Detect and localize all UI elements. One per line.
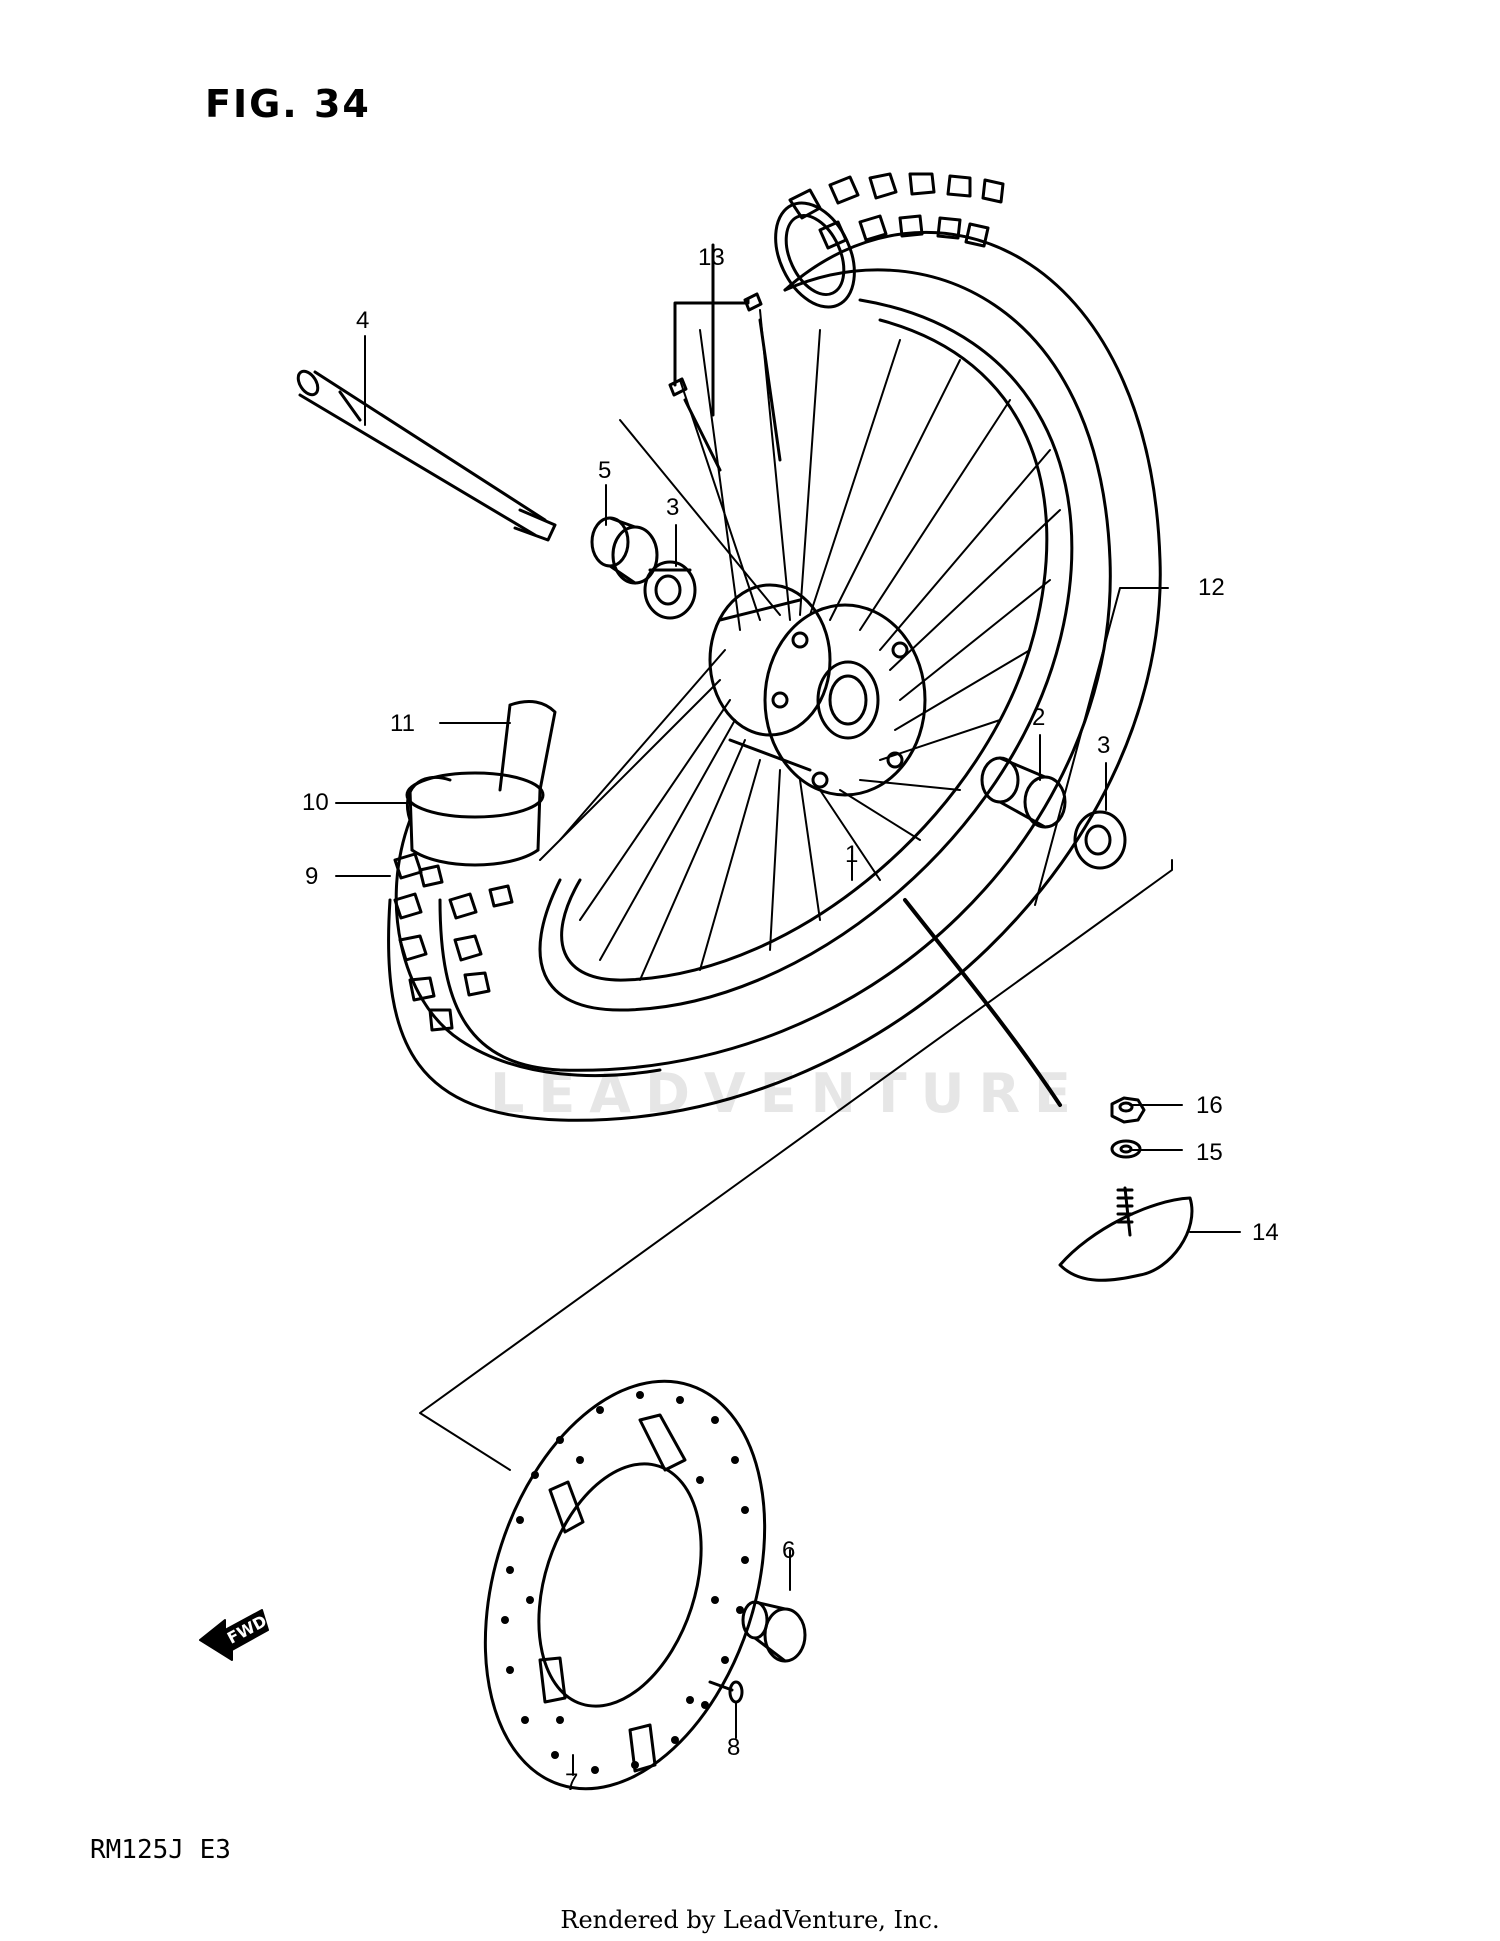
callout-12: 12	[1198, 574, 1225, 601]
brake-disc	[483, 1379, 767, 1791]
fwd-arrow-icon	[199, 1609, 269, 1661]
callout-16: 16	[1196, 1092, 1223, 1119]
callout-13: 13	[698, 244, 725, 271]
callout-leaders	[335, 335, 1241, 1776]
tube-stub	[498, 700, 557, 792]
callout-8: 8	[727, 1734, 740, 1761]
rim-lock-14	[1058, 1186, 1194, 1282]
disc-holes	[501, 1391, 749, 1774]
callout-2: 2	[1032, 704, 1045, 731]
valve-stem	[903, 898, 1062, 1107]
spoke-nipples	[668, 292, 782, 472]
leader-13	[673, 243, 750, 417]
nut-16	[1110, 1096, 1146, 1124]
callout-6: 6	[782, 1537, 795, 1564]
collar-5	[590, 516, 659, 585]
watermark: LEADVENTURE	[490, 1062, 1085, 1125]
spokes	[539, 309, 1061, 981]
callout-3-top: 3	[666, 494, 679, 521]
tread-left	[393, 852, 514, 1032]
axle	[296, 369, 557, 542]
spacer-2	[980, 756, 1067, 829]
rim	[538, 298, 1074, 1012]
collar-6	[741, 1600, 807, 1663]
bearing-3-right	[1073, 810, 1127, 870]
model-code: RM125J E3	[90, 1835, 231, 1865]
footer-credit: Rendered by LeadVenture, Inc.	[560, 1906, 940, 1934]
tire	[387, 230, 1162, 1122]
callout-1: 1	[845, 841, 858, 868]
bearing-3-top	[643, 560, 697, 620]
callout-5: 5	[598, 457, 611, 484]
callout-15: 15	[1196, 1139, 1223, 1166]
hub	[708, 583, 927, 797]
callout-9: 9	[305, 863, 318, 890]
assembly-lines	[419, 859, 1173, 1471]
callout-10: 10	[302, 789, 329, 816]
callout-3-right: 3	[1097, 732, 1110, 759]
tire-section-ring	[405, 771, 545, 819]
figure-title: FIG. 34	[205, 82, 371, 126]
tire-section-left	[394, 818, 662, 1078]
callout-11: 11	[390, 710, 415, 737]
callout-7: 7	[565, 1769, 578, 1796]
callout-14: 14	[1252, 1219, 1279, 1246]
callout-4: 4	[356, 307, 369, 334]
